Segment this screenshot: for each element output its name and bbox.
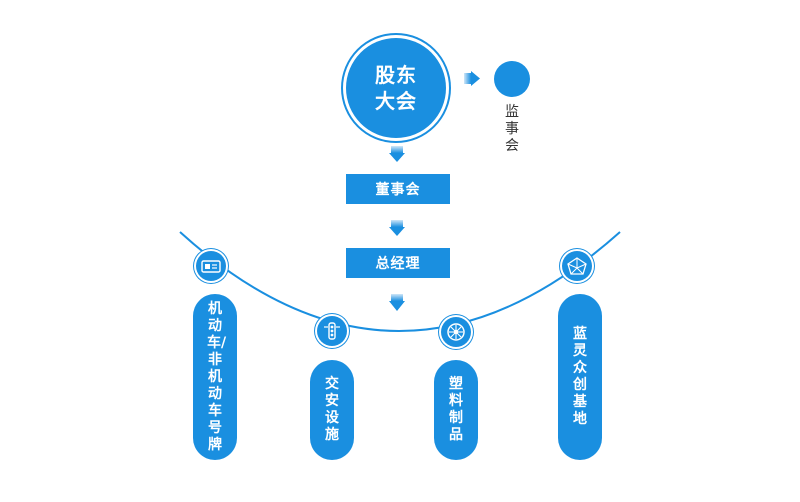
wheel-icon (441, 317, 471, 347)
incubator-icon (562, 251, 592, 281)
arc-line (179, 231, 621, 332)
supervisor-label: 监事会 (505, 104, 519, 154)
branch-plastics-label: 塑料制品 (449, 376, 463, 443)
arrow-down-2 (389, 220, 405, 236)
branch-incubator-label: 蓝灵众创基地 (573, 326, 587, 427)
branch-plastics-pill: 塑料制品 (434, 360, 478, 460)
branch-incubator-pill: 蓝灵众创基地 (558, 294, 602, 460)
traffic-light-icon (317, 316, 347, 346)
gm-node: 总经理 (346, 248, 450, 278)
board-node: 董事会 (346, 174, 450, 204)
license-plate-icon (196, 251, 226, 281)
supervisor-node (494, 61, 530, 97)
branch-traffic-pill: 交安设施 (310, 360, 354, 460)
branch-plates-label: 机动车/非机动车号牌 (207, 300, 227, 453)
arrow-right (464, 71, 480, 86)
gm-label: 总经理 (375, 256, 421, 272)
branch-plates-pill: 机动车/非机动车号牌 (193, 294, 237, 460)
branch-traffic-label: 交安设施 (325, 376, 339, 443)
board-label: 董事会 (375, 182, 421, 198)
shareholders-meeting-node: 股东大会 (346, 38, 446, 138)
arrow-down-3 (389, 294, 405, 311)
shareholders-meeting-label: 股东大会 (375, 63, 417, 113)
arrow-down-1 (389, 146, 405, 162)
